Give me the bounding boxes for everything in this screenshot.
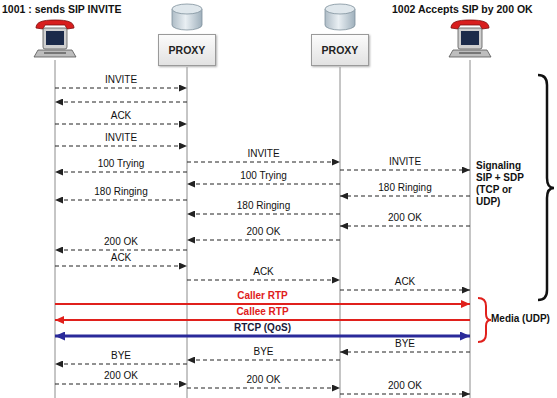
message-label: ACK xyxy=(110,252,133,264)
sip-message xyxy=(55,102,187,103)
message-label: 180 Ringing xyxy=(377,182,432,194)
lifeline xyxy=(55,60,56,398)
sip-message xyxy=(340,226,470,227)
message-label: 200 OK xyxy=(103,370,139,382)
endpoint-caption: 1002 Accepts SIP by 200 OK xyxy=(392,3,533,16)
stream-label: RTCP (QoS) xyxy=(233,322,292,334)
sip-message xyxy=(187,280,340,281)
lifeline xyxy=(340,67,341,398)
message-label: BYE xyxy=(394,338,416,350)
sip-message xyxy=(187,162,340,163)
sip-message xyxy=(55,146,187,147)
sip-message xyxy=(55,200,187,201)
phone-endpoint: 1002 Accepts SIP by 200 OK xyxy=(392,3,533,59)
proxy-label: PROXY xyxy=(169,44,206,56)
message-label: 180 Ringing xyxy=(93,186,148,198)
message-label: ACK xyxy=(252,266,275,278)
message-label: ACK xyxy=(394,276,417,288)
message-label: INVITE xyxy=(246,148,280,160)
router-icon-top xyxy=(172,4,202,14)
signaling-brace xyxy=(538,75,554,300)
message-label: 100 Trying xyxy=(97,158,146,170)
sip-message xyxy=(340,196,470,197)
lifeline xyxy=(470,60,471,398)
message-label: 200 OK xyxy=(387,380,423,392)
stream-label: Callee RTP xyxy=(235,306,289,318)
stream-label: Caller RTP xyxy=(236,290,289,302)
sip-message xyxy=(340,394,470,395)
message-label: 200 OK xyxy=(246,226,282,238)
message-label: BYE xyxy=(110,350,132,362)
sip-message xyxy=(187,360,340,361)
rtp-stream xyxy=(55,303,470,305)
rtp-stream xyxy=(55,319,470,321)
phone-icon xyxy=(30,19,80,59)
message-label: 180 Ringing xyxy=(236,200,291,212)
sip-message xyxy=(55,250,187,251)
message-label: INVITE xyxy=(388,156,422,168)
sip-message xyxy=(187,214,340,215)
lifeline xyxy=(187,67,188,398)
proxy-box: PROXY xyxy=(158,34,216,66)
sip-message xyxy=(340,170,470,171)
endpoint-caption: 1001 : sends SIP INVITE xyxy=(2,3,121,16)
proxy-box: PROXY xyxy=(311,34,369,66)
signaling-note: Signaling SIP + SDP (TCP or UDP) xyxy=(476,160,534,208)
sip-message xyxy=(340,352,470,353)
sip-message xyxy=(187,240,340,241)
sip-message xyxy=(55,266,187,267)
message-label: ACK xyxy=(110,110,133,122)
sip-message xyxy=(187,184,340,185)
phone-icon xyxy=(445,19,495,59)
sip-message xyxy=(55,124,187,125)
sip-message xyxy=(340,290,470,291)
message-label: BYE xyxy=(252,346,274,358)
sip-message xyxy=(55,172,187,173)
sip-message xyxy=(187,388,340,389)
media-brace xyxy=(478,298,491,342)
router-icon-top xyxy=(325,4,355,14)
message-label: INVITE xyxy=(104,74,138,86)
sip-message xyxy=(55,88,187,89)
sip-message xyxy=(55,364,187,365)
message-label: INVITE xyxy=(104,132,138,144)
message-label: 200 OK xyxy=(387,212,423,224)
media-note: Media (UDP) xyxy=(491,313,550,325)
message-label: 200 OK xyxy=(246,374,282,386)
message-label: 200 OK xyxy=(103,236,139,248)
sip-message xyxy=(55,384,187,385)
proxy-label: PROXY xyxy=(322,44,359,56)
message-label: 100 Trying xyxy=(239,170,288,182)
phone-endpoint: 1001 : sends SIP INVITE xyxy=(2,3,121,59)
